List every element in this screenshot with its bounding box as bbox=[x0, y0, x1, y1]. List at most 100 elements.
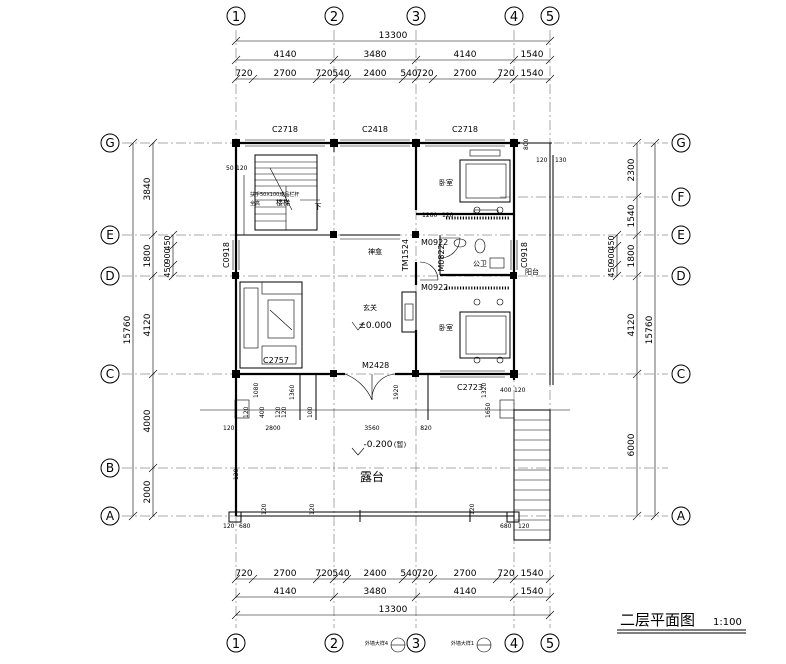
dim-top-part-10: 1540 bbox=[521, 69, 544, 79]
dim-left-4: 4000 bbox=[143, 409, 153, 432]
door-m0822: M0822 bbox=[437, 244, 446, 271]
stair-rail-note-2: 全高 bbox=[250, 200, 260, 207]
note-680b: 680 bbox=[500, 523, 512, 530]
bedroom-bottom-bed bbox=[446, 286, 511, 364]
dim-bottom-part-7: 720 bbox=[416, 569, 433, 579]
axis-label-5-top: 5 bbox=[546, 10, 554, 25]
dim-bottom-part-9: 720 bbox=[497, 569, 514, 579]
axis-label-4-top: 4 bbox=[510, 10, 518, 25]
dim-left-total: 15760 bbox=[123, 315, 133, 344]
note-120n: 120 bbox=[233, 468, 240, 480]
axis-label-B-left: B bbox=[106, 461, 114, 475]
room-hall: 玄关 bbox=[363, 303, 377, 312]
note-680a: 680 bbox=[239, 523, 251, 530]
note-1920: 1920 bbox=[393, 385, 400, 400]
bedroom-top-bed bbox=[446, 149, 511, 220]
dim-top-part-5: 2400 bbox=[364, 69, 387, 79]
room-toilet: 公卫 bbox=[473, 260, 487, 268]
dim-bottom-part-2: 2700 bbox=[274, 569, 297, 579]
axis-label-A-left: A bbox=[106, 509, 115, 523]
note-1260: 1260 bbox=[422, 212, 437, 219]
staircase: 楼梯 下 扶手50X100成品栏杆 全高 bbox=[243, 154, 322, 235]
note-120l: 120 bbox=[309, 503, 316, 515]
axis-label-3-top: 3 bbox=[412, 10, 420, 25]
dim-top-part-1: 720 bbox=[235, 69, 252, 79]
axis-label-3-bottom: 3 bbox=[412, 637, 420, 652]
dim-top-bay-2: 3480 bbox=[364, 50, 387, 60]
vertical-axis-lines bbox=[235, 30, 551, 628]
room-corridor: 神龛 bbox=[368, 247, 382, 256]
right-dimension-texts: 15760 2300 1540 1800 4120 6000 450 900 4… bbox=[607, 158, 655, 456]
dim-bottom-bay-3: 4140 bbox=[454, 587, 477, 597]
axis-bubbles-right: G F E D C A bbox=[671, 133, 691, 526]
axis-label-C-left: C bbox=[106, 367, 114, 381]
dim-bottom-bay-4: 1540 bbox=[521, 587, 544, 597]
axis-label-C-right: C bbox=[677, 367, 685, 381]
left-dimension-lines bbox=[128, 138, 178, 521]
dim-left-1: 3840 bbox=[143, 177, 153, 200]
dim-right-3: 1800 bbox=[627, 244, 637, 267]
window-c2723: C2723 bbox=[457, 383, 483, 392]
detail-ref-right: 外墙大样1 bbox=[451, 640, 474, 647]
dim-top-part-4: 540 bbox=[332, 69, 349, 79]
note-1360: 1360 bbox=[289, 385, 296, 400]
window-c0918-right: C0918 bbox=[520, 242, 529, 268]
dim-top-part-7: 720 bbox=[416, 69, 433, 79]
door-m0922-top: M0922 bbox=[421, 238, 448, 247]
window-c2418: C2418 bbox=[362, 125, 388, 134]
axis-label-A-right: A bbox=[677, 509, 686, 523]
note-120g: 120 bbox=[514, 387, 526, 394]
top-dimension-lines bbox=[231, 36, 555, 84]
note-1080: 1080 bbox=[253, 383, 260, 398]
window-c2757: C2757 bbox=[263, 356, 289, 365]
dim-bottom-part-8: 2700 bbox=[454, 569, 477, 579]
note-120b: 120 bbox=[442, 212, 454, 219]
door-labels: M0922 M0822 M0922 M2428 TM1524 bbox=[362, 238, 448, 370]
dim-bottom-bay-2: 3480 bbox=[364, 587, 387, 597]
dim-right-inner-3: 450 bbox=[607, 262, 616, 277]
note-130: 130 bbox=[555, 157, 567, 164]
room-bedroom-top: 卧室 bbox=[439, 178, 453, 187]
dim-right-total: 15760 bbox=[645, 315, 655, 344]
door-tm1524: TM1524 bbox=[401, 239, 410, 272]
dim-top-part-6: 540 bbox=[400, 69, 417, 79]
axis-label-D-left: D bbox=[105, 269, 114, 283]
note-400a: 400 bbox=[259, 406, 266, 418]
dim-bottom-part-3: 720 bbox=[315, 569, 332, 579]
right-dimension-lines bbox=[612, 138, 660, 521]
note-120j: 120 bbox=[518, 523, 530, 530]
drawing-scale: 1:100 bbox=[713, 617, 742, 628]
horizontal-axis-lines bbox=[122, 142, 668, 517]
dim-top-part-3: 720 bbox=[315, 69, 332, 79]
dim-bottom-bay-1: 4140 bbox=[274, 587, 297, 597]
axis-label-1-bottom: 1 bbox=[232, 637, 240, 652]
external-stair bbox=[513, 409, 551, 541]
level-terrace: -0.200 bbox=[363, 440, 392, 450]
toilet-fixtures bbox=[453, 238, 505, 269]
axis-label-1-top: 1 bbox=[232, 10, 240, 25]
bottom-dimension-texts: 720 2700 720 540 2400 540 720 2700 720 1… bbox=[235, 569, 543, 615]
door-m0922-bottom: M0922 bbox=[421, 283, 448, 292]
axis-bubbles-left: G E D C B A bbox=[100, 133, 120, 526]
dim-left-inner-1: 450 bbox=[163, 235, 172, 250]
window-c2718-right: C2718 bbox=[452, 125, 478, 134]
window-labels: C2718 C2418 C2718 C0918 C0918 C2757 C272… bbox=[222, 125, 529, 392]
note-50: 50 bbox=[226, 165, 234, 172]
dim-bottom-part-5: 2400 bbox=[364, 569, 387, 579]
interior-walls bbox=[236, 143, 514, 374]
window-c2718-left: C2718 bbox=[272, 125, 298, 134]
window-c0918-left: C0918 bbox=[222, 242, 231, 268]
stair-label: 楼梯 bbox=[276, 198, 290, 207]
dim-left-5: 2000 bbox=[143, 480, 153, 503]
axis-label-G-right: G bbox=[676, 136, 685, 150]
dim-top-total: 13300 bbox=[379, 31, 408, 41]
stair-rail-note: 扶手50X100成品栏杆 bbox=[250, 191, 299, 198]
drawing-title: 二层平面图 bbox=[620, 611, 695, 629]
level-terrace-note: (暂) bbox=[394, 440, 407, 449]
dim-bottom-part-10: 1540 bbox=[521, 569, 544, 579]
level-marks: ±0.000 -0.200 (暂) bbox=[351, 321, 407, 456]
drawing-title-block: 二层平面图 1:100 bbox=[617, 611, 746, 634]
detail-ref-left: 外墙大样4 bbox=[365, 640, 388, 647]
note-120i: 120 bbox=[223, 523, 235, 530]
small-dimension-notes: 50 120 1260 120 120 130 800 1080 120 400… bbox=[223, 138, 567, 530]
